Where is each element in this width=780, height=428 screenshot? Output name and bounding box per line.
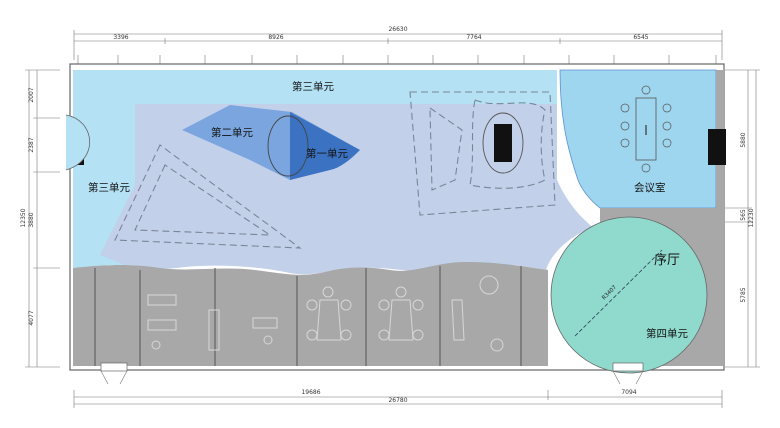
- dim-left-seg-1: 2007: [28, 87, 35, 102]
- dim-bottom-seg-1: 19686: [301, 389, 320, 396]
- entrance-doors: [100, 362, 644, 385]
- column-ticks: [77, 55, 717, 64]
- right-dimensions: 5880 565 5785 12230: [725, 69, 760, 368]
- dim-top-seg-2: 8926: [268, 34, 283, 41]
- dim-right-seg-1: 5880: [740, 132, 747, 147]
- dim-top-seg-1: 3396: [113, 34, 128, 41]
- meeting-table: [620, 85, 672, 173]
- dim-top-total: 26630: [388, 26, 407, 33]
- dim-right-seg-2: 565: [740, 209, 747, 221]
- office-partitions: [94, 266, 522, 366]
- dim-left-total: 12350: [20, 208, 27, 227]
- dim-top-seg-3: 7764: [466, 34, 481, 41]
- lobby: R3407: [550, 216, 708, 374]
- top-dimensions: 26630 3396 8926 7764 6545: [73, 26, 723, 64]
- label-unit-3-top: 第三单元: [292, 80, 334, 93]
- label-unit-4: 第四单元: [646, 327, 688, 340]
- central-exhibit-area: [100, 104, 592, 275]
- label-unit-1: 第一单元: [306, 147, 348, 160]
- unit-1-area: [290, 112, 360, 180]
- display-outlines: [114, 91, 556, 249]
- label-unit-3-left: 第三单元: [88, 181, 130, 194]
- label-meeting-room: 会议室: [634, 181, 666, 194]
- label-lobby: 序厅: [654, 253, 680, 268]
- meeting-room: [559, 69, 717, 209]
- dim-left-seg-4: 4077: [28, 310, 35, 325]
- dim-left-seg-2: 2387: [28, 137, 35, 152]
- bottom-dimensions: 19686 7094 26780: [73, 389, 723, 408]
- dim-bottom-total: 26780: [388, 397, 407, 404]
- left-dimensions: 2007 2387 3880 4077 12350: [20, 69, 60, 368]
- office-furniture: [147, 275, 504, 352]
- dim-left-seg-3: 3880: [28, 212, 35, 227]
- label-unit-2: 第二单元: [211, 126, 253, 139]
- office-band: [73, 262, 548, 366]
- dim-bottom-seg-2: 7094: [621, 389, 636, 396]
- dim-top-seg-4: 6545: [633, 34, 648, 41]
- dim-right-total: 12230: [748, 208, 755, 227]
- dim-right-seg-3: 5785: [740, 287, 747, 302]
